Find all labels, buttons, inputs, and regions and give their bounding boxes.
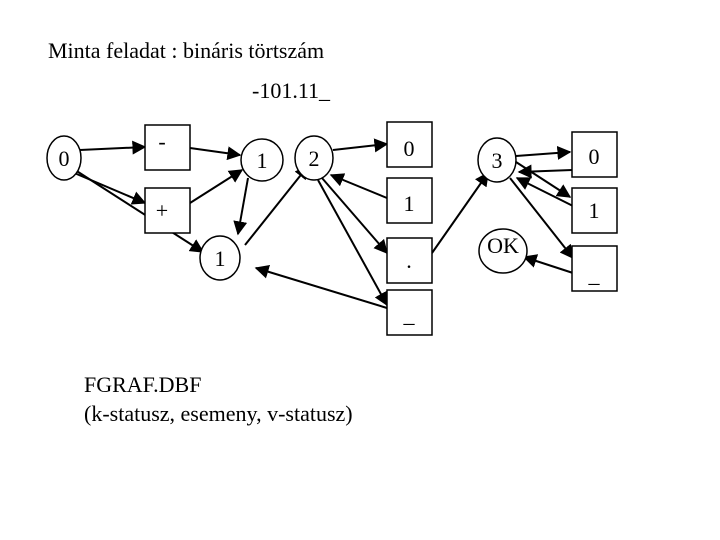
edge-one-to-2 <box>329 173 388 199</box>
event-label: 1 <box>589 198 600 223</box>
state-label: 1 <box>215 246 226 271</box>
event-label: 0 <box>404 136 415 161</box>
state-label: OK <box>487 233 519 258</box>
state-label: 0 <box>59 146 70 171</box>
caption-fields: (k-statusz, esemeny, v-statusz) <box>84 401 353 426</box>
state-label: 3 <box>492 148 503 173</box>
edge-plus-to-1 <box>189 169 244 204</box>
state-node-2: 2 <box>294 135 334 181</box>
edge-2-to-dot <box>321 177 388 255</box>
edge-under-to-1b <box>254 264 388 309</box>
edge-1b-to-2 <box>244 164 309 246</box>
state-node-1: 1 <box>240 138 284 182</box>
edge-1-to-1b <box>233 177 249 236</box>
state-label: 1 <box>257 148 268 173</box>
event-box-one-a: 1 <box>386 177 433 224</box>
event-box-minus: - <box>144 124 191 171</box>
edge-0-to-plus <box>71 171 147 205</box>
page-title: Minta feladat : bináris törtszám <box>48 38 325 63</box>
edge-2-to-under <box>317 179 388 307</box>
event-box-plus: + <box>144 187 191 234</box>
event-label: . <box>406 248 412 273</box>
edge-under-b-to-ok <box>522 254 574 274</box>
edge-0-to-minus <box>79 140 147 155</box>
event-label: _ <box>588 262 601 287</box>
event-box-dot: . <box>386 237 433 284</box>
state-label: 2 <box>309 146 320 171</box>
event-box-zero-a: 0 <box>386 121 433 168</box>
edge-3-to-under-b <box>509 177 574 260</box>
event-box-zero-b: 0 <box>571 131 618 178</box>
example-number: -101.11_ <box>252 78 331 103</box>
state-node-3: 3 <box>477 137 517 183</box>
state-node-0: 0 <box>46 135 82 181</box>
edge-dot-to-3 <box>431 171 489 254</box>
event-label: - <box>158 129 165 154</box>
state-node-ok: OK <box>478 228 528 274</box>
event-box-one-b: 1 <box>571 187 618 234</box>
event-label: 0 <box>589 144 600 169</box>
transition-edges <box>71 138 574 309</box>
edge-3-to-zero-b <box>515 145 572 160</box>
caption-filename: FGRAF.DBF <box>84 372 202 397</box>
event-label: 1 <box>404 191 415 216</box>
event-box-under-a: _ <box>386 289 433 336</box>
edge-2-to-zero <box>332 138 389 153</box>
event-label: _ <box>403 302 416 327</box>
edge-zero-b-to-3 <box>517 164 573 179</box>
state-node-1b: 1 <box>199 235 241 281</box>
event-label: + <box>156 198 168 223</box>
edge-minus-to-1 <box>189 146 242 161</box>
event-box-under-b: _ <box>571 245 618 292</box>
edge-0-to-1b <box>71 167 205 253</box>
edge-one-b-to-3 <box>515 177 574 207</box>
